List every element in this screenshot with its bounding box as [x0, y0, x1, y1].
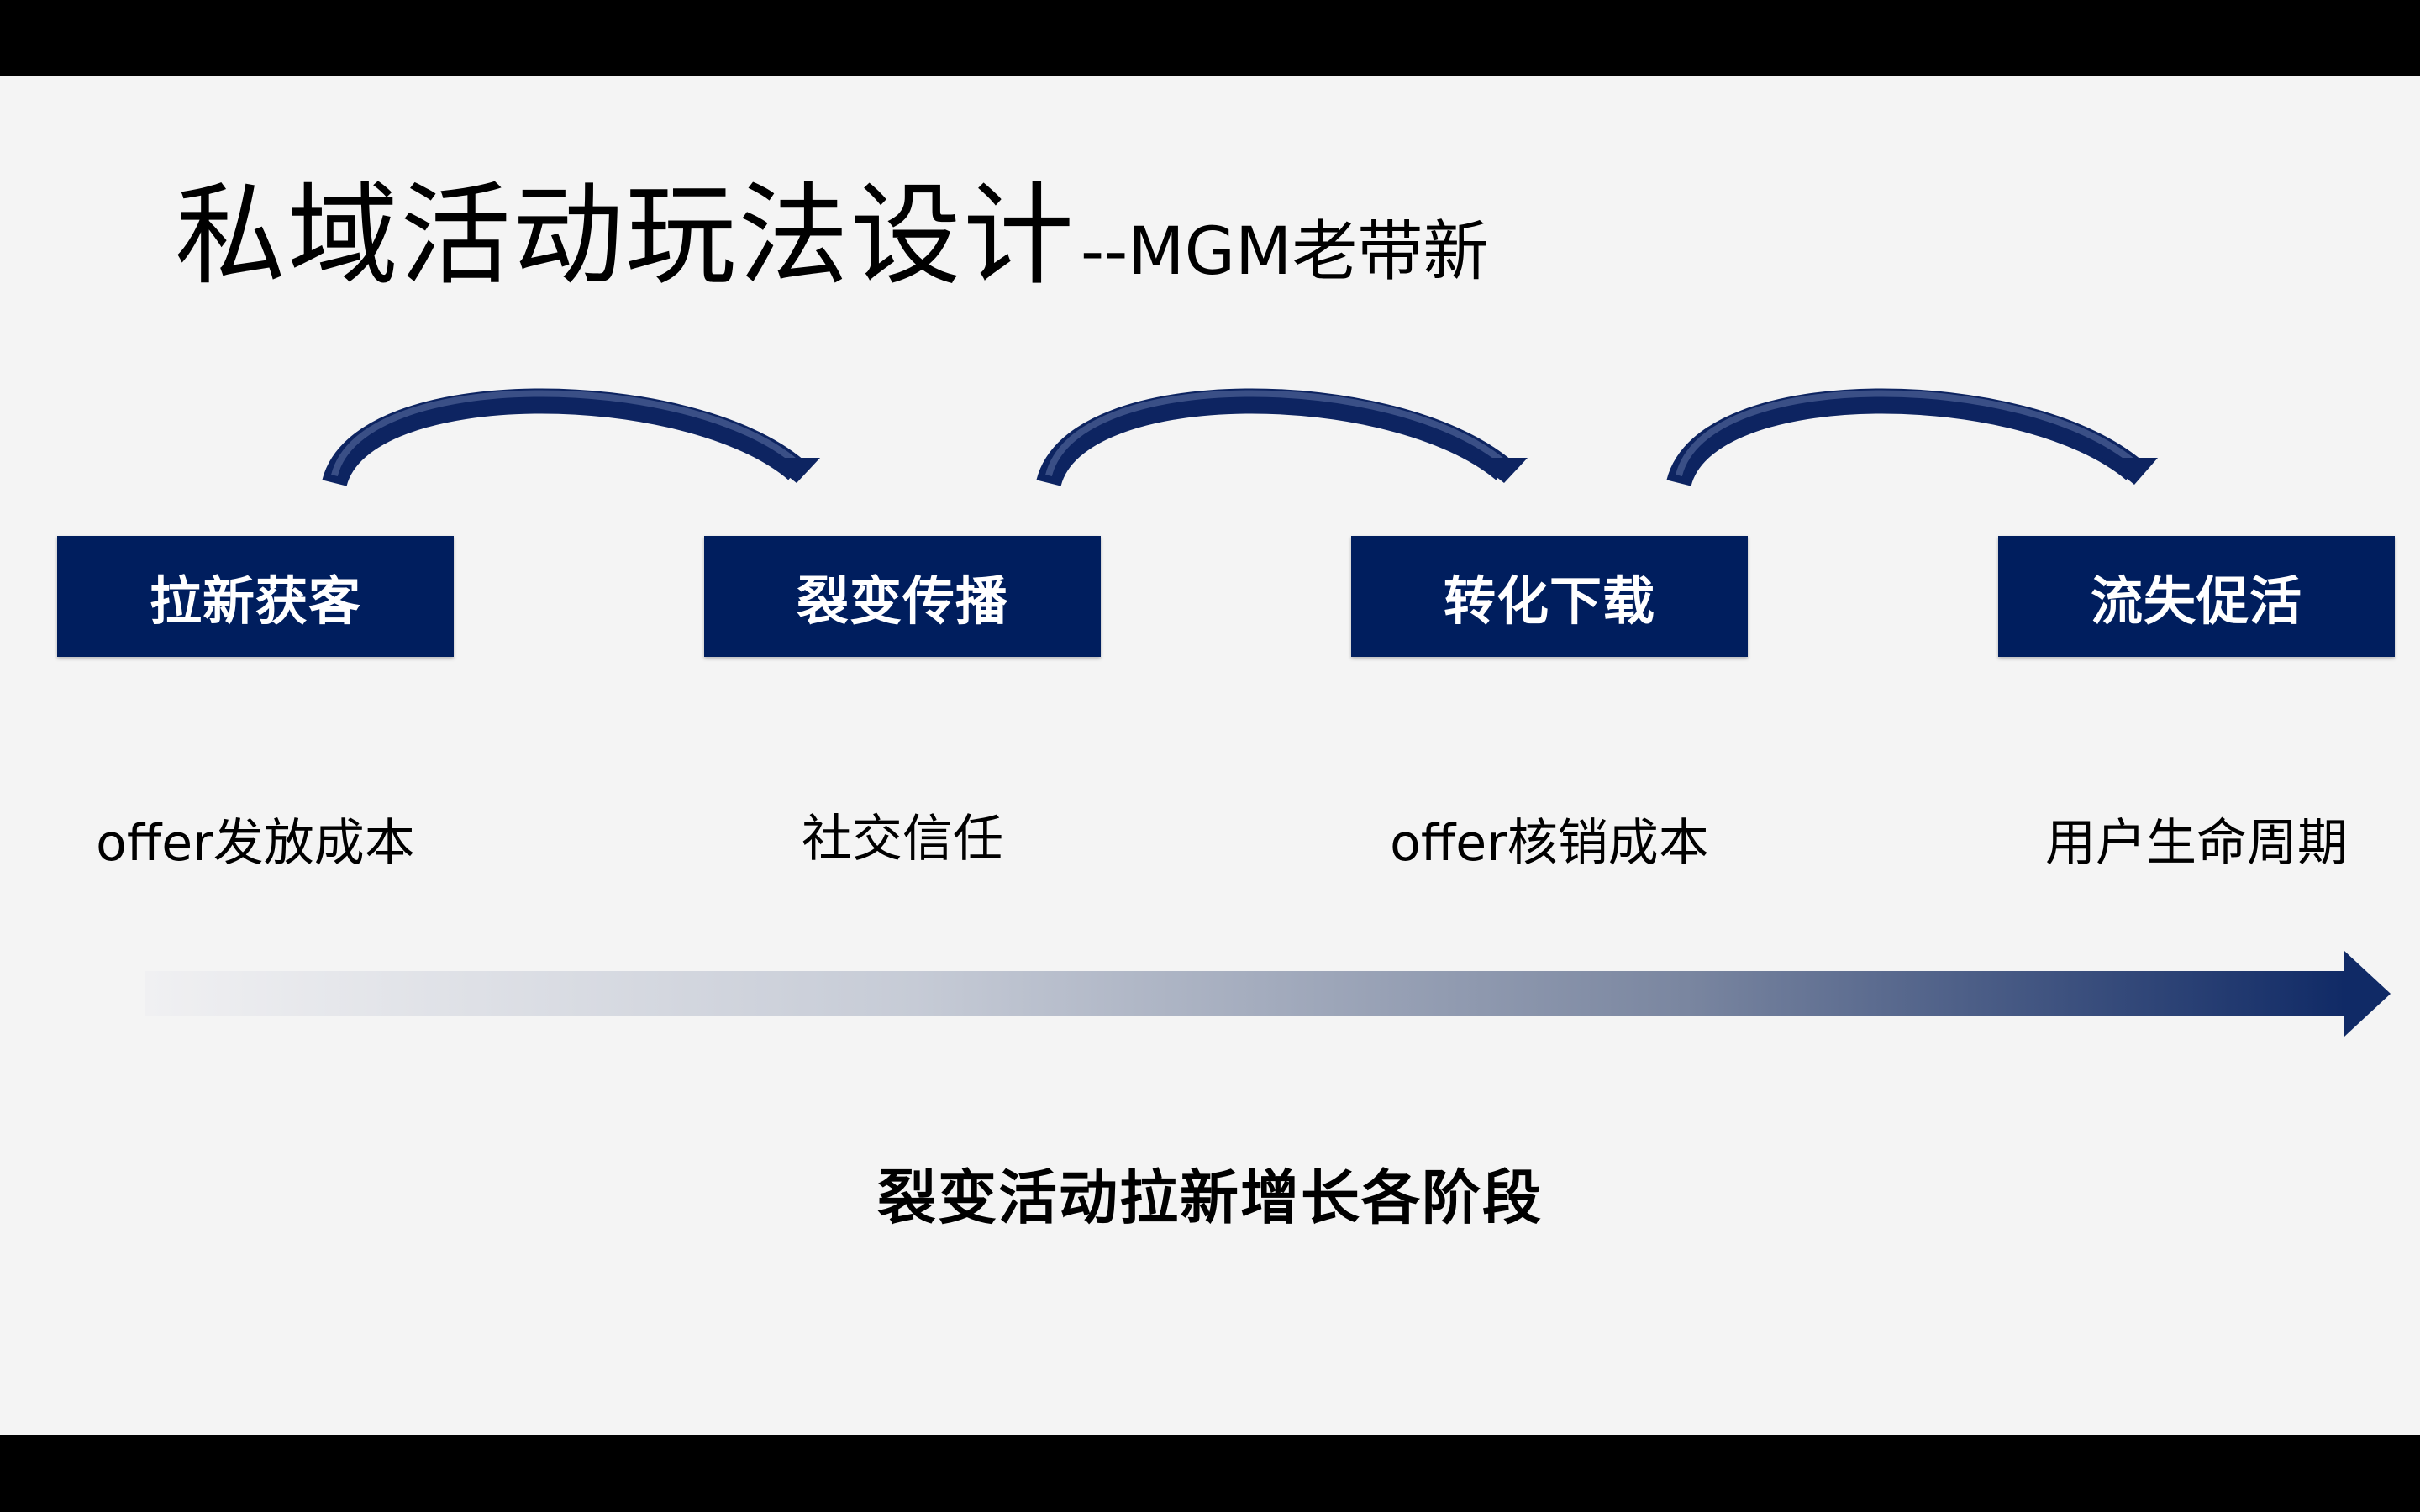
- diagram-arrows: [145, 388, 2391, 1037]
- curved-arrow-icon: [1036, 388, 1528, 487]
- stage-box-viral-spread: 裂变传播: [704, 536, 1101, 657]
- stage-note: 用户生命周期: [2045, 814, 2348, 873]
- curved-arrow-icon: [322, 388, 820, 487]
- stage-note: 社交信任: [802, 810, 1003, 869]
- diagram-caption: 裂变活动拉新增长各阶段: [877, 1163, 1543, 1232]
- title-subtitle: --MGM老带新: [1081, 214, 1489, 290]
- gradient-arrow-icon: [145, 951, 2391, 1037]
- slide-title: 私域活动玩法设计--MGM老带新: [175, 181, 1488, 291]
- stage-note: offer核销成本: [1390, 814, 1709, 873]
- title-main: 私域活动玩法设计: [175, 171, 1076, 301]
- curved-arrow-icon: [1666, 388, 2158, 487]
- stage-label: 流失促活: [2090, 570, 2302, 632]
- stage-box-acquisition: 拉新获客: [57, 536, 454, 657]
- slide: 私域活动玩法设计--MGM老带新: [0, 76, 2420, 1435]
- stage-note: offer发放成本: [96, 814, 415, 873]
- stage-label: 转化下载: [1443, 570, 1655, 632]
- stage-label: 裂变传播: [796, 570, 1008, 632]
- stage-box-reactivation: 流失促活: [1998, 536, 2395, 657]
- stage-label: 拉新获客: [149, 570, 361, 632]
- stage-box-conversion: 转化下载: [1351, 536, 1748, 657]
